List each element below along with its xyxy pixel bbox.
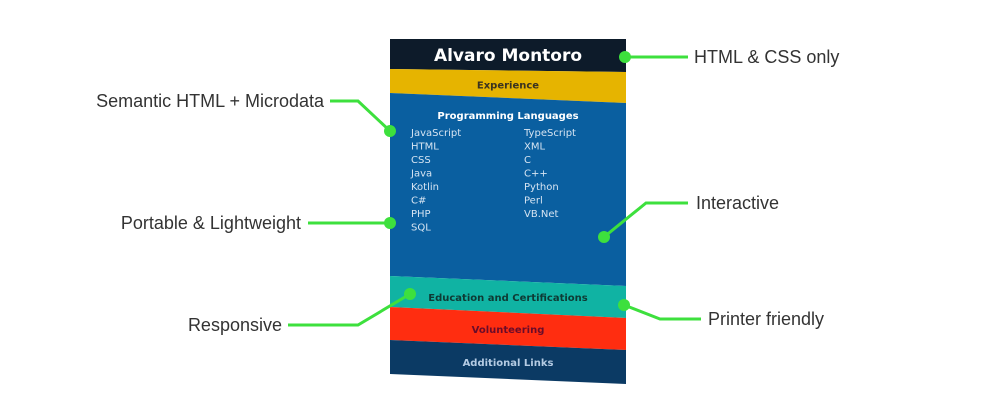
language-item: CSS: [411, 155, 431, 166]
callout-connector-line: [623, 303, 701, 321]
card-section-education-label: Education and Certifications: [428, 293, 588, 304]
language-item: HTML: [411, 142, 439, 153]
card-section-volunteering[interactable]: Volunteering: [390, 307, 626, 350]
callout-portable: Portable & Lightweight: [121, 213, 396, 233]
card-section-volunteering-label: Volunteering: [472, 325, 545, 336]
callout-label: Portable & Lightweight: [121, 213, 301, 233]
callout-label: Interactive: [696, 193, 779, 213]
card-section-links-background: [390, 340, 626, 384]
callout-dot-marker: [619, 51, 631, 63]
language-item: JavaScript: [410, 128, 461, 139]
language-item: TypeScript: [523, 128, 576, 139]
card-section-experience-label: Experience: [477, 80, 539, 91]
callout-label: Responsive: [188, 315, 282, 335]
language-item: Python: [524, 182, 559, 193]
card-section-header-background: [390, 39, 626, 72]
callout-dot-marker: [384, 217, 396, 229]
card-section-header[interactable]: Alvaro Montoro: [390, 39, 626, 72]
card-section-education[interactable]: Education and Certifications: [390, 276, 626, 318]
callout-responsive: Responsive: [188, 288, 416, 335]
card-section-skills[interactable]: [390, 93, 626, 286]
callout-dot-marker: [598, 231, 610, 243]
callout-connector-line: [288, 292, 411, 327]
callout-label: Semantic HTML + Microdata: [96, 91, 325, 111]
language-item: Perl: [524, 196, 543, 207]
callout-connector-line: [330, 99, 392, 133]
language-item: Kotlin: [411, 182, 439, 193]
callout-interactive: Interactive: [598, 193, 779, 243]
card-section-links-label: Additional Links: [463, 358, 554, 369]
callout-dot-marker: [384, 125, 396, 137]
language-item: VB.Net: [524, 209, 559, 220]
language-item: C#: [411, 196, 426, 207]
programming-languages-heading: Programming Languages: [437, 111, 578, 122]
card-section-experience-background: [390, 69, 626, 103]
card-section-experience[interactable]: Experience: [390, 69, 626, 103]
language-item: SQL: [411, 223, 431, 234]
language-item: Java: [410, 169, 432, 180]
card-section-volunteering-background: [390, 307, 626, 350]
callout-html-css-only: HTML & CSS only: [619, 47, 839, 67]
callout-label: Printer friendly: [708, 309, 824, 329]
callout-dot-marker: [618, 299, 630, 311]
callout-dot-marker: [404, 288, 416, 300]
language-item: XML: [524, 142, 545, 153]
callout-connector-line: [603, 201, 688, 239]
callout-label: HTML & CSS only: [694, 47, 839, 67]
card-section-links[interactable]: Additional Links: [390, 340, 626, 384]
card-section-education-background: [390, 276, 626, 318]
language-item: PHP: [411, 209, 431, 220]
language-item: C++: [524, 169, 548, 180]
card-section-header-label: Alvaro Montoro: [434, 46, 582, 66]
language-item: C: [524, 155, 531, 166]
card-section-skills-background: [390, 93, 626, 286]
callout-printer-friendly: Printer friendly: [618, 299, 824, 329]
callout-semantic-html: Semantic HTML + Microdata: [96, 91, 396, 137]
